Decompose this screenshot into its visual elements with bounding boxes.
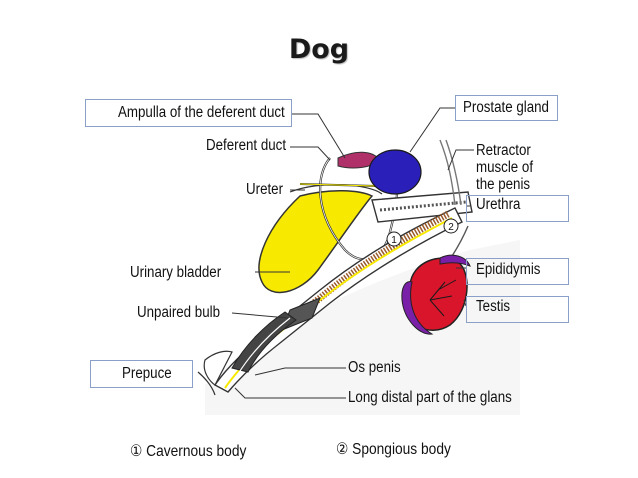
- label-deferent-duct: Deferent duct: [206, 137, 287, 154]
- marker-1-text: 1: [391, 235, 397, 246]
- urinary-bladder-shape: [258, 189, 374, 294]
- leader-prostate: [409, 107, 456, 153]
- label-urinary-bladder: Urinary bladder: [130, 264, 222, 281]
- label-urethra: Urethra: [476, 196, 521, 213]
- retractor-muscle-2: [445, 139, 462, 206]
- epididymis-label-box: [466, 258, 569, 285]
- label-retractor-1: Retractor: [476, 142, 531, 159]
- label-glans: Long distal part of the glans: [348, 389, 512, 406]
- leader-retractor: [447, 149, 474, 171]
- os-penis-shape: [237, 317, 291, 375]
- leader-ampulla: [292, 113, 346, 159]
- epididymis-head: [439, 254, 471, 267]
- marker-1-circle: [386, 231, 402, 247]
- prepuce-label-box: [90, 360, 193, 388]
- label-unpaired-bulb: Unpaired bulb: [137, 304, 221, 321]
- urethra-label-box: [466, 195, 569, 222]
- epididymis-shape: [401, 281, 434, 335]
- testis-label-box: [466, 296, 569, 323]
- label-testis: Testis: [476, 298, 511, 315]
- label-retractor-3: the penis: [476, 176, 531, 193]
- marker-2-circle: [443, 218, 459, 234]
- glans-shape: [231, 311, 297, 373]
- slide-title: Dog: [288, 34, 350, 65]
- marker-2-text: 2: [448, 222, 454, 233]
- legend-cavernous-body: ① Cavernous body: [130, 443, 247, 460]
- legend-spongious-body: ② Spongious body: [336, 441, 451, 458]
- label-retractor-2: muscle of: [476, 159, 534, 176]
- retractor-muscle: [439, 139, 456, 206]
- prostate-label-box: [455, 95, 558, 121]
- label-ureter: Ureter: [246, 181, 284, 198]
- cavernous-body-shape: [287, 210, 450, 325]
- label-prepuce: Prepuce: [122, 365, 172, 382]
- prepuce-shape: [203, 350, 233, 386]
- ureter-inner: [299, 183, 376, 187]
- leader-os-penis: [254, 367, 346, 376]
- leader-deferent: [290, 146, 331, 161]
- ampulla-label-box: [85, 99, 292, 127]
- penis-body: [213, 207, 463, 393]
- prostate-gland-shape: [368, 149, 422, 195]
- prepuce-fold: [197, 371, 216, 396]
- label-os-penis: Os penis: [348, 359, 401, 376]
- testis-tubules: [429, 279, 457, 317]
- leader-testis: [463, 299, 467, 307]
- label-ampulla: Ampulla of the deferent duct: [118, 104, 285, 121]
- leader-bulb: [231, 312, 289, 319]
- label-epididymis: Epididymis: [476, 261, 541, 278]
- leader-glans: [234, 387, 346, 399]
- label-prostate: Prostate gland: [463, 99, 549, 116]
